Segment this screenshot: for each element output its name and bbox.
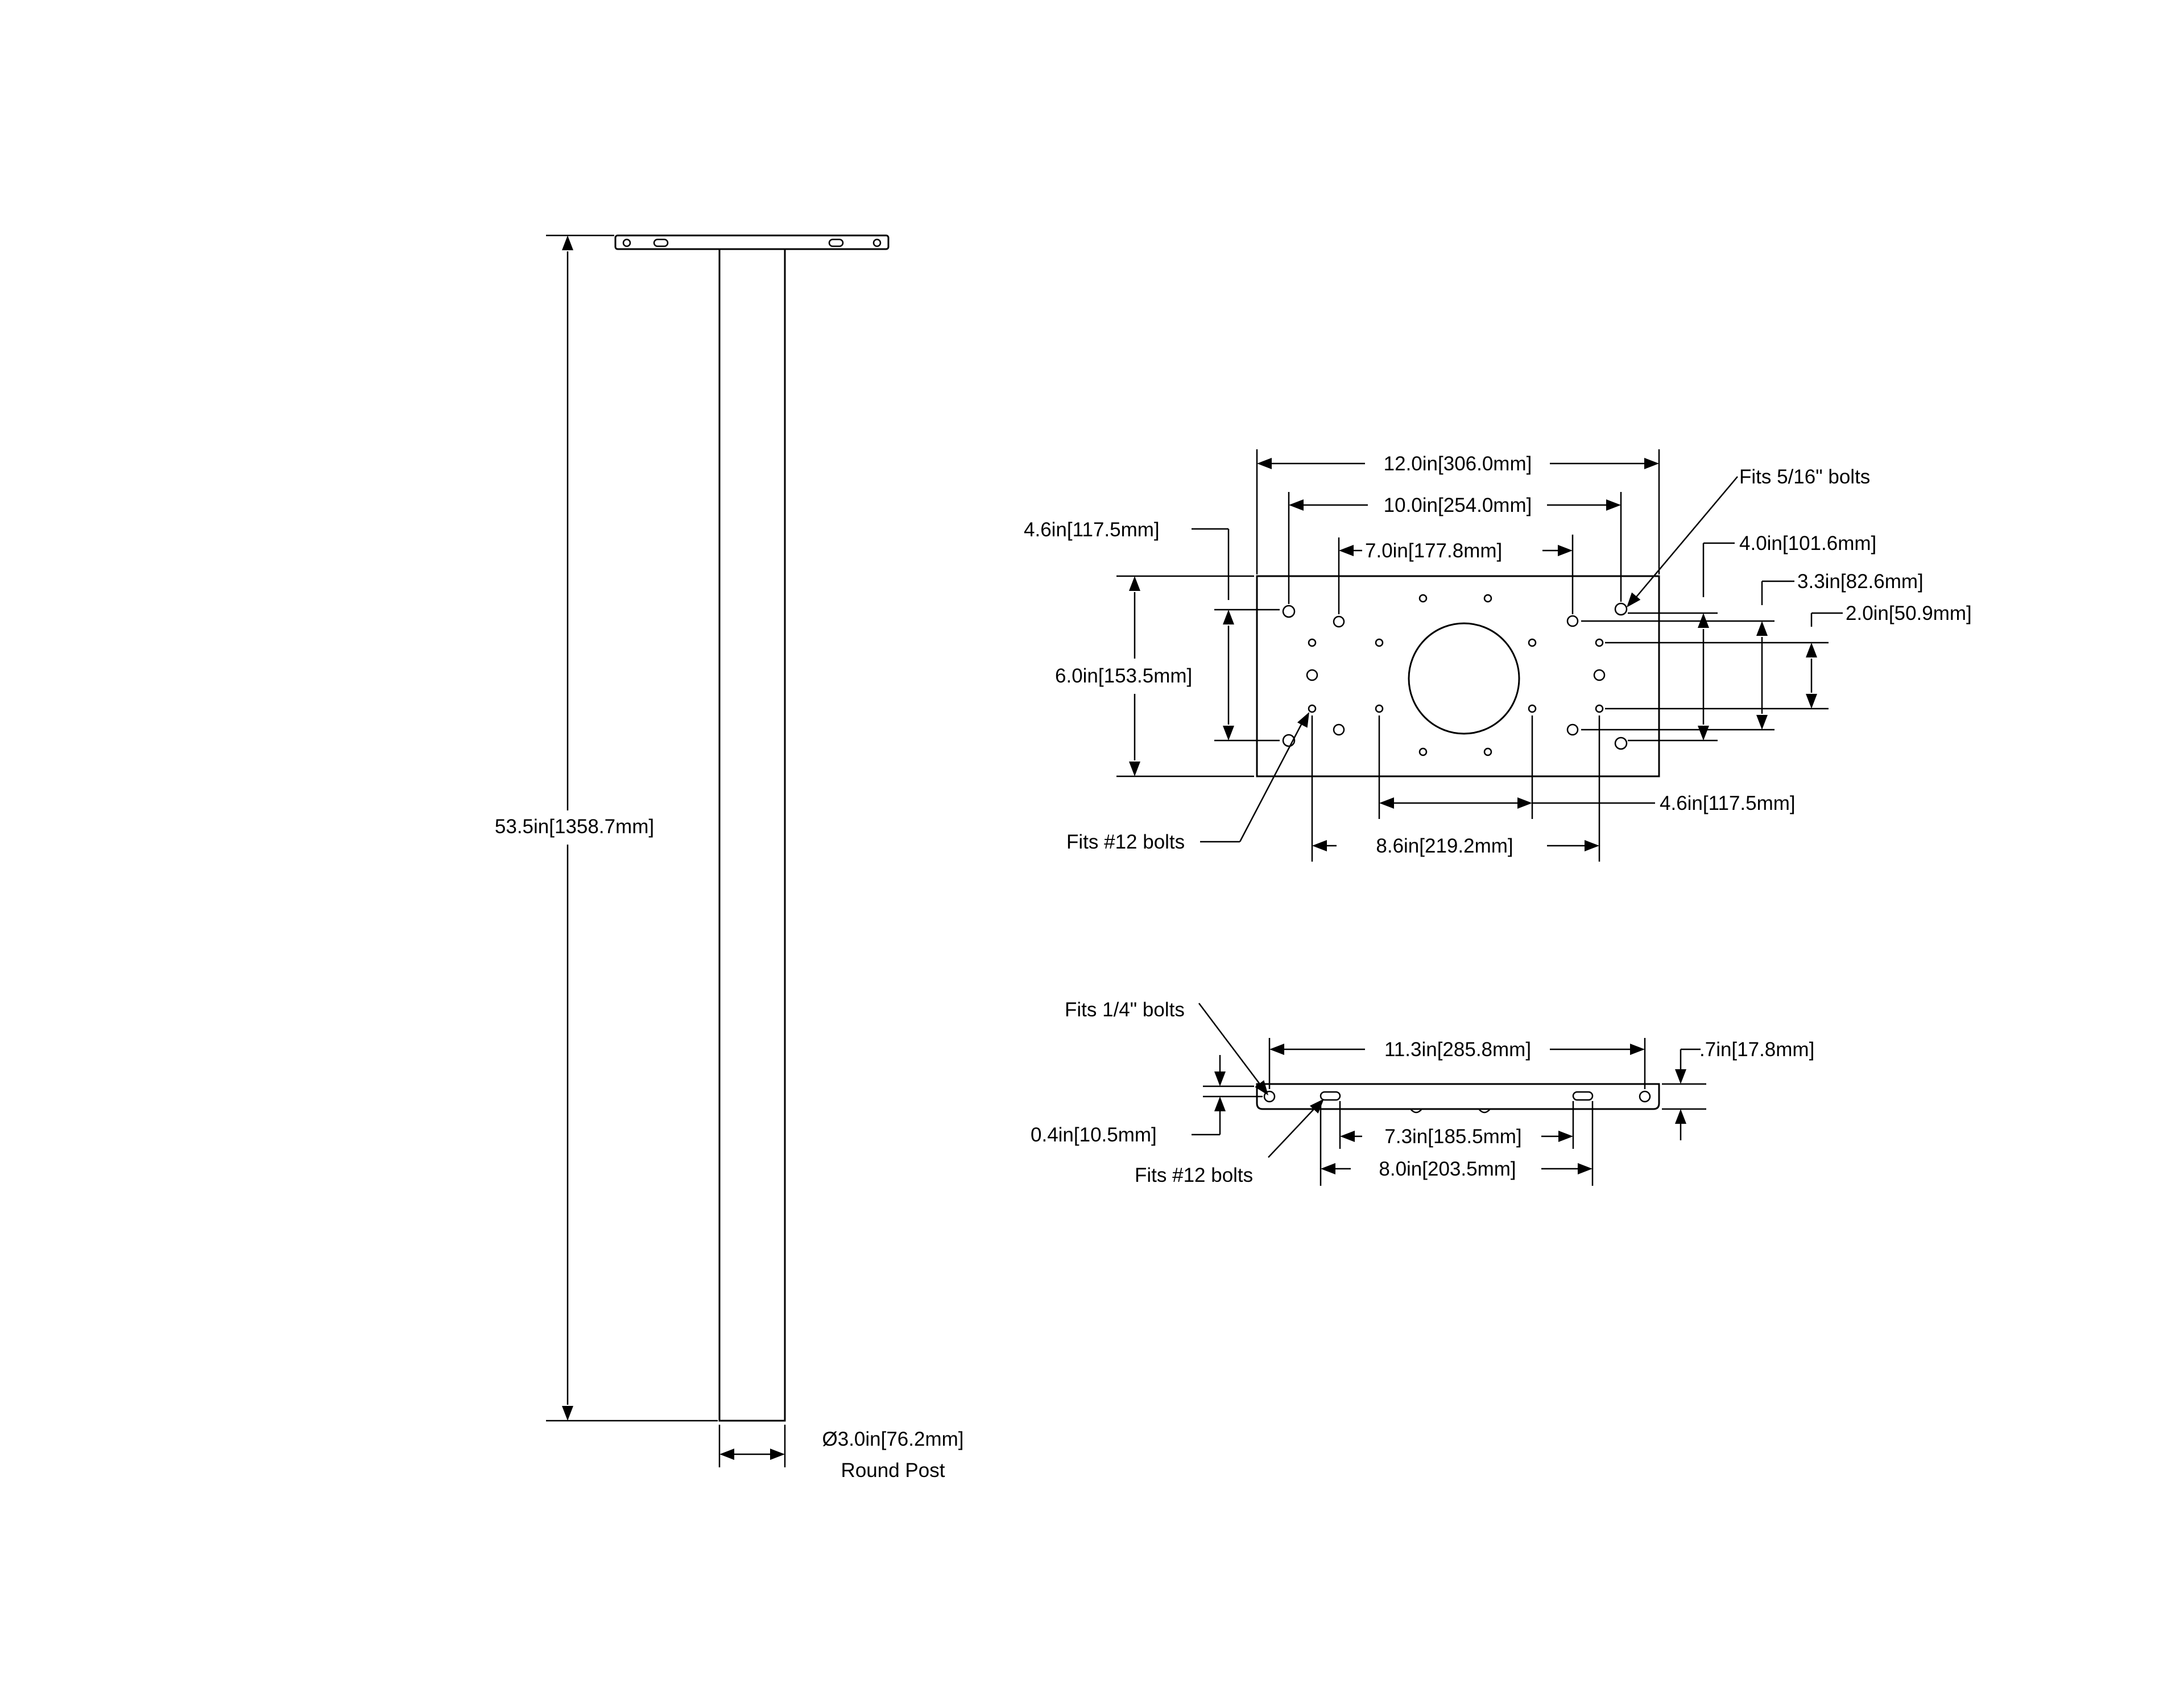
round-post-label: Round Post — [841, 1459, 945, 1482]
side-0-4-label: 0.4in[10.5mm] — [1031, 1124, 1157, 1146]
plate-top-view — [1256, 575, 1660, 777]
fits-12-side-callout: Fits #12 bolts — [1135, 1095, 1329, 1186]
right-3-3-dimension: 3.3in[82.6mm] — [1581, 570, 1924, 731]
post-diameter-dimension: Ø3.0in[76.2mm] Round Post — [718, 1425, 964, 1482]
plate-outline — [1256, 575, 1660, 777]
right-2-0-label: 2.0in[50.9mm] — [1846, 602, 1972, 624]
post-height-dimension: 53.5in[1358.7mm] — [495, 234, 718, 1422]
bottom-8-6-dimension: 8.6in[219.2mm] — [1311, 715, 1600, 862]
bottom-4-6-dimension: 4.6in[117.5mm] — [1378, 715, 1796, 819]
fits-12-side-label: Fits #12 bolts — [1135, 1164, 1253, 1186]
fits-1-4-label: Fits 1/4" bolts — [1065, 999, 1185, 1021]
plate-width-dimension: 12.0in[306.0mm] — [1256, 449, 1660, 574]
side-7-3-label: 7.3in[185.5mm] — [1384, 1126, 1521, 1148]
side-thickness-label: .7in[17.8mm] — [1699, 1039, 1814, 1061]
side-thickness-dimension: .7in[17.8mm] — [1662, 1039, 1814, 1140]
outer-hole-spacing-label: 10.0in[254.0mm] — [1384, 494, 1532, 516]
post-opening — [1408, 622, 1520, 735]
side-0-4-dimension: 0.4in[10.5mm] — [1031, 1055, 1263, 1146]
side-length-dimension: 11.3in[285.8mm] — [1268, 1038, 1646, 1089]
left-hole-offset-dimension: 4.6in[117.5mm] — [1024, 519, 1280, 742]
bottom-8-6-label: 8.6in[219.2mm] — [1376, 835, 1513, 857]
fits-12-top-label: Fits #12 bolts — [1066, 831, 1185, 853]
inner-hole-spacing-label: 7.0in[177.8mm] — [1365, 540, 1502, 562]
side-7-3-dimension: 7.3in[185.5mm] — [1339, 1101, 1574, 1149]
plate-depth-label: 6.0in[153.5mm] — [1055, 665, 1192, 687]
post-height-label: 53.5in[1358.7mm] — [495, 816, 654, 838]
side-8-0-label: 8.0in[203.5mm] — [1379, 1158, 1516, 1180]
right-3-3-label: 3.3in[82.6mm] — [1797, 570, 1924, 593]
fits-5-16-callout: Fits 5/16" bolts — [1622, 466, 1870, 611]
fits-12-top-callout: Fits #12 bolts — [1066, 709, 1314, 853]
inner-hole-spacing-dimension: 7.0in[177.8mm] — [1338, 535, 1574, 614]
bottom-4-6-label: 4.6in[117.5mm] — [1660, 792, 1796, 814]
side-length-label: 11.3in[285.8mm] — [1384, 1039, 1531, 1061]
outer-hole-spacing-dimension: 10.0in[254.0mm] — [1288, 492, 1622, 604]
plate-depth-dimension: 6.0in[153.5mm] — [1055, 575, 1254, 777]
right-4-0-dimension: 4.0in[101.6mm] — [1628, 532, 1876, 742]
post-top-plate — [614, 234, 890, 250]
fits-1-4-callout: Fits 1/4" bolts — [1065, 999, 1273, 1099]
left-hole-offset-label: 4.6in[117.5mm] — [1024, 519, 1160, 541]
side-plate-outline — [1256, 1083, 1660, 1110]
post-side-view — [614, 234, 890, 1422]
post-body — [718, 248, 786, 1422]
fits-5-16-label: Fits 5/16" bolts — [1739, 466, 1870, 488]
plate-width-label: 12.0in[306.0mm] — [1384, 453, 1532, 475]
right-4-0-label: 4.0in[101.6mm] — [1739, 532, 1876, 555]
plate-side-view — [1256, 1083, 1660, 1114]
side-8-0-dimension: 8.0in[203.5mm] — [1320, 1101, 1594, 1186]
post-diameter-label: Ø3.0in[76.2mm] — [822, 1428, 964, 1450]
right-2-0-dimension: 2.0in[50.9mm] — [1605, 602, 1972, 710]
